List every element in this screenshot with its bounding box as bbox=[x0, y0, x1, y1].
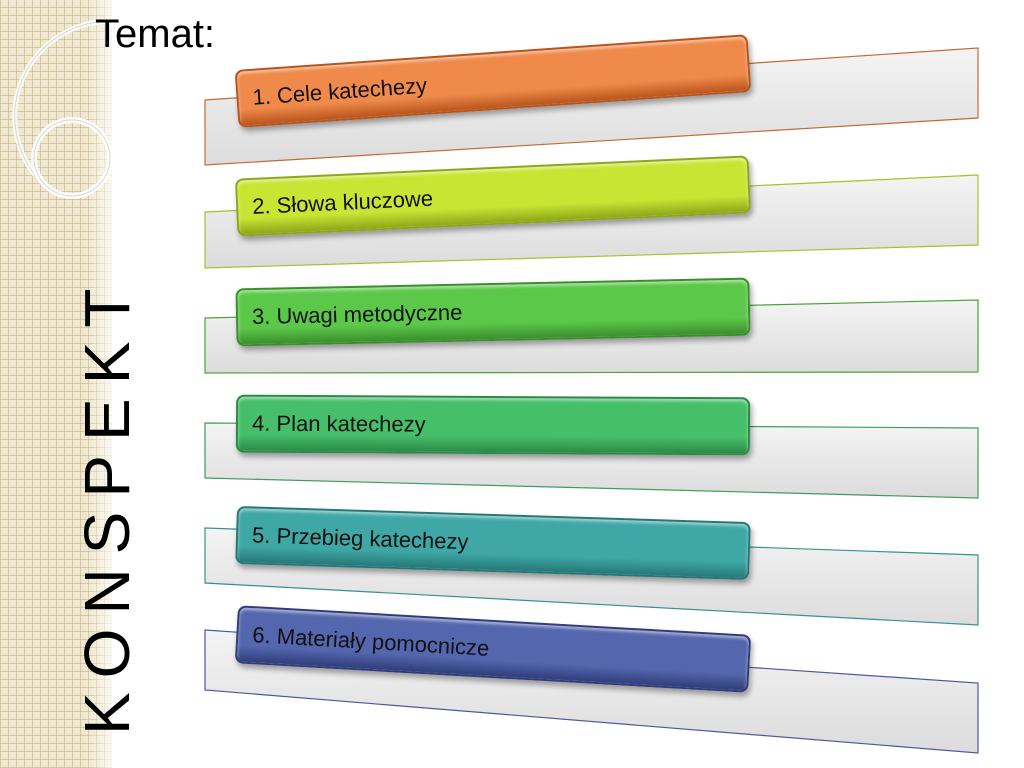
slide-title: Temat: bbox=[95, 12, 216, 56]
list-item-label: 2. Słowa kluczowe bbox=[251, 185, 434, 219]
list-item-label: 4. Plan katechezy bbox=[251, 410, 426, 437]
decorative-arcs bbox=[12, 18, 121, 199]
list-item-4: 4. Plan katechezy bbox=[235, 394, 751, 456]
list-item-label: 3. Uwagi metodyczne bbox=[251, 299, 463, 330]
list-item-label: 1. Cele katechezy bbox=[251, 72, 428, 110]
list-item-3: 3. Uwagi metodyczne bbox=[235, 277, 751, 347]
list-item-label: 5. Przebieg katechezy bbox=[251, 522, 469, 555]
list-item-label: 6. Materiały pomocnicze bbox=[251, 622, 490, 661]
